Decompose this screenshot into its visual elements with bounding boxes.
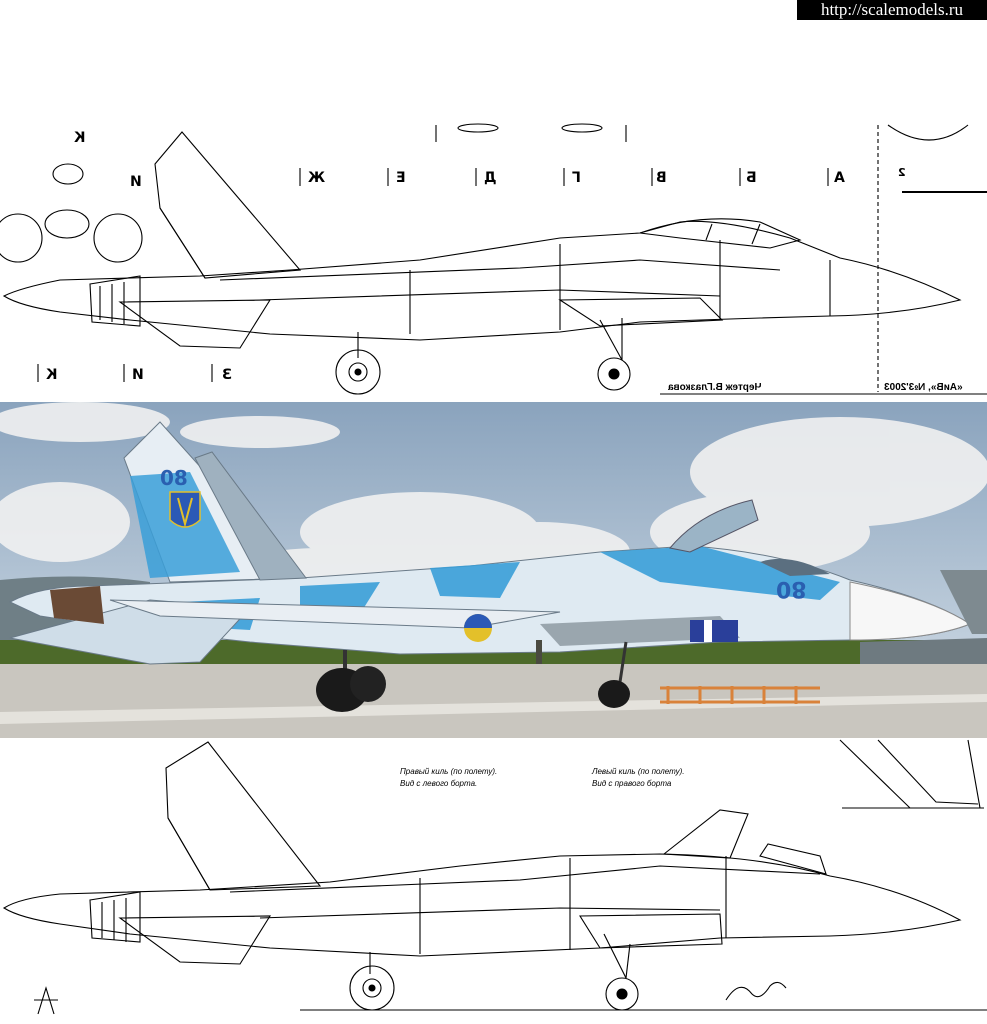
section-label: В: [656, 170, 667, 186]
top-aircraft-drawing: [0, 123, 987, 395]
right-fin-note-line2: Вид с левого борта.: [400, 779, 478, 788]
section-label: К: [46, 367, 58, 383]
section-label: Г: [572, 170, 581, 186]
drawing-credit: Чертеж В.Глазкова: [668, 382, 762, 393]
tail-number: 08: [160, 466, 188, 490]
right-fin-note: Правый киль (по полету). Вид с левого бо…: [400, 766, 497, 790]
right-fin-note-line1: Правый киль (по полету).: [400, 767, 498, 776]
section-label: К: [74, 130, 86, 146]
section-label: Е: [396, 170, 406, 186]
left-fin-note-line2: Вид с правого борта: [592, 779, 672, 788]
section-label: И: [130, 174, 142, 190]
left-fin-note: Левый киль (по полету). Вид с правого бо…: [592, 766, 685, 790]
left-fin-note-line1: Левый киль (по полету).: [592, 767, 685, 776]
section-label: Б: [746, 170, 757, 186]
bottom-line-drawing: Правый киль (по полету). Вид с левого бо…: [0, 738, 987, 1024]
section-label: А: [834, 170, 845, 186]
section-label: Д: [484, 170, 497, 186]
magazine-credit: «АиВ», №3'2003: [884, 382, 963, 393]
section-label: З: [222, 367, 232, 383]
bottom-aircraft-drawing: [2, 739, 987, 1015]
section-label: И: [132, 367, 144, 383]
nose-number: 08: [776, 576, 807, 601]
section-label: Ж: [308, 170, 326, 186]
aircraft-photo: 08 08: [0, 402, 987, 738]
view-label: 2: [898, 166, 906, 179]
watermark: http://scalemodels.ru: [797, 0, 987, 20]
top-line-drawing: К Ж Е Д Г В Б А И З И К 2 Чертеж В.Глазк…: [0, 120, 987, 400]
aircraft-photo-illustration: [0, 402, 987, 738]
